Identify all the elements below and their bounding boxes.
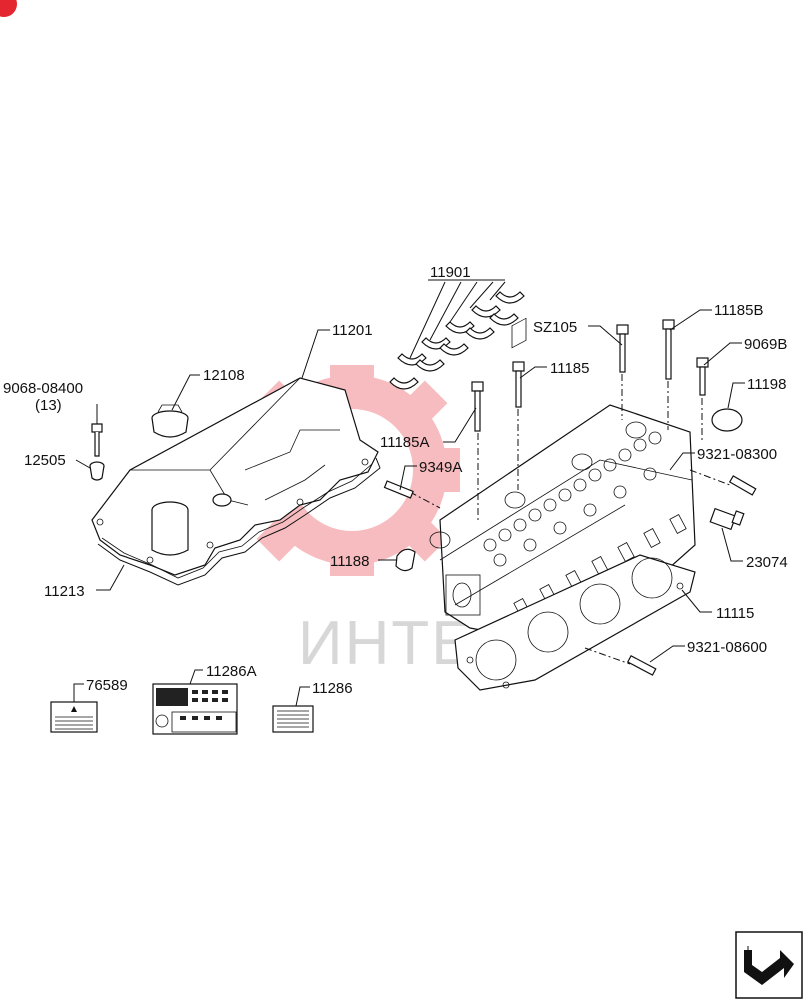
callout-11185A: 11185A — [380, 434, 430, 451]
callout-SZ105: SZ105 — [533, 319, 577, 336]
callout-11115: 11115 — [716, 605, 754, 622]
port-windows — [513, 514, 687, 618]
callout-12108: 12108 — [203, 367, 245, 384]
callout-76589: 76589 — [86, 677, 128, 694]
grommet-12505 — [89, 461, 105, 481]
callout-9068-08400-qty: (13) — [35, 397, 62, 414]
head-bolt-11185B — [662, 319, 675, 380]
plug-11198 — [711, 408, 743, 432]
callout-9321-08300: 9321-08300 — [697, 446, 777, 463]
stud-9321-08600 — [626, 654, 657, 676]
bolt-9068-08400 — [91, 423, 103, 457]
valve-cover-11201 — [91, 377, 379, 576]
callout-11185: 11185 — [550, 360, 590, 377]
label-decal-76589 — [50, 701, 98, 733]
bearing-shells-11901 — [389, 291, 525, 390]
next-page-arrow-icon — [744, 946, 794, 985]
callout-23074: 23074 — [746, 554, 788, 571]
watermark-text: ИНТЕ — [298, 609, 475, 678]
callout-11286: 11286 — [312, 680, 353, 697]
corner-badge — [0, 0, 17, 17]
callout-11198: 11198 — [747, 376, 787, 393]
callout-9069B: 9069B — [744, 336, 787, 353]
stud-9321-08300 — [728, 475, 757, 496]
callout-11185B: 11185B — [714, 302, 764, 319]
callout-12505: 12505 — [24, 452, 66, 469]
stud-9349A — [383, 480, 414, 499]
head-bolt-SZ105 — [616, 324, 629, 373]
bolt-9069B — [696, 357, 709, 396]
label-decal-11286A — [152, 683, 238, 735]
valve-cover-gasket-11213 — [97, 457, 381, 586]
callout-11286A: 11286A — [206, 663, 257, 680]
next-page-button[interactable] — [735, 931, 803, 999]
callout-11201: 11201 — [332, 322, 373, 339]
cam-journals — [429, 421, 647, 549]
sensor-23074 — [709, 507, 745, 531]
label-decal-11286 — [272, 705, 314, 733]
clip-11188 — [395, 548, 416, 572]
head-gasket-11115 — [454, 554, 696, 691]
leader-lines — [73, 279, 745, 707]
callout-11213: 11213 — [44, 583, 85, 600]
head-bolt-11185 — [512, 361, 525, 408]
callout-9321-08600: 9321-08600 — [687, 639, 767, 656]
oil-filler-cap-12108 — [151, 404, 189, 438]
callout-9349A: 9349A — [419, 459, 462, 476]
callout-9068-08400: 9068-08400 — [3, 380, 83, 397]
valve-pattern — [483, 431, 662, 567]
head-bolt-11185A — [471, 381, 484, 432]
callout-11901: 11901 — [430, 264, 471, 281]
callout-11188: 11188 — [330, 553, 370, 570]
